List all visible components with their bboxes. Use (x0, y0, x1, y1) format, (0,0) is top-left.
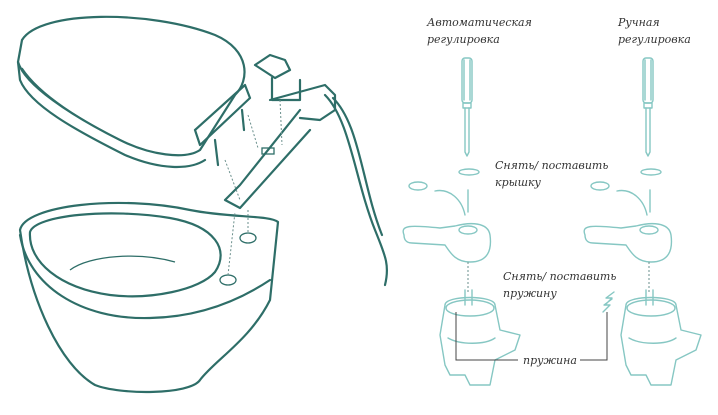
rotate-arrow-icon (458, 168, 480, 176)
lever-handle (583, 222, 673, 263)
spring-icon (602, 291, 615, 313)
manual-adjust-label-line2: регулировка (618, 33, 691, 46)
hinge-body (620, 289, 702, 386)
cap-icon (408, 181, 428, 191)
toilet-illustration (16, 15, 389, 394)
cap-icon (590, 181, 610, 191)
remove-spring-label-line2: пружину (503, 287, 557, 300)
arrow-icon (616, 189, 648, 216)
rotate-arrow-icon (640, 168, 662, 176)
auto-adjust-label-line1: Автоматическая (426, 16, 532, 29)
seat-hinge (223, 53, 389, 287)
auto-adjust-column: Автоматическая регулировка (402, 16, 532, 386)
manual-adjust-column: Ручная регулировка (583, 16, 702, 386)
arrow-icon (434, 189, 466, 216)
screwdriver-icon (642, 57, 654, 157)
screwdriver-icon (461, 57, 473, 157)
remove-spring-label-line1: Снять/ поставить (503, 270, 616, 283)
toilet-lid (16, 15, 252, 168)
remove-cap-label-line2: крышку (495, 176, 542, 189)
spring-leader-lines (455, 312, 608, 361)
remove-cap-label-line1: Снять/ поставить (495, 159, 608, 172)
manual-adjust-label-line1: Ручная (617, 16, 660, 29)
spring-label: пружина (523, 354, 577, 367)
auto-adjust-label-line2: регулировка (427, 33, 500, 46)
lever-handle (402, 222, 492, 263)
hinge-body-with-spring (439, 289, 521, 386)
toilet-bowl (18, 201, 280, 394)
